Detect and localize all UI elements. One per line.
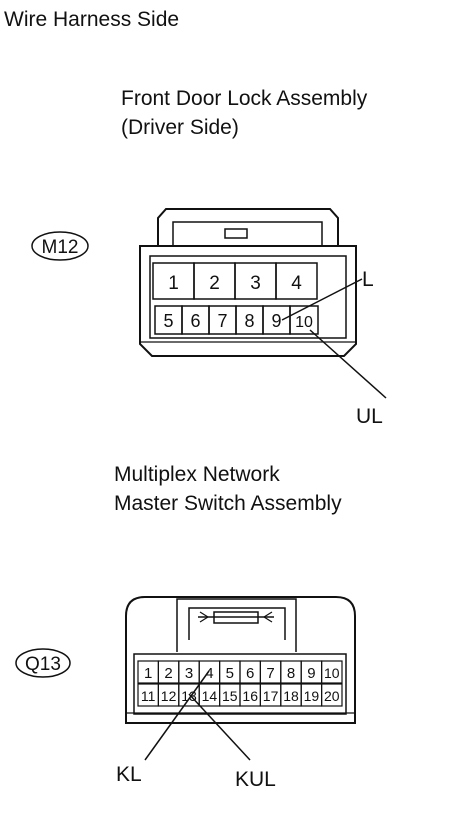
q13-pin-17: 17 [263, 688, 279, 704]
q13-pin-16: 16 [242, 688, 258, 704]
m12-pin-7: 7 [217, 311, 227, 331]
q13-pin-frame [133, 653, 347, 715]
q13-top-row: 1 2 3 4 5 6 7 8 9 10 [137, 660, 343, 684]
q13-leader-kul [188, 693, 251, 761]
q13-pin-20-cell [321, 683, 343, 707]
q13-leader-kl [144, 670, 210, 761]
page-header: Wire Harness Side [4, 8, 180, 31]
m12-bottom-row: 5 6 7 8 9 10 [154, 305, 319, 335]
q13-pin-14: 14 [202, 688, 218, 704]
m12-pin-8: 8 [244, 311, 254, 331]
m12-pin-2: 2 [209, 273, 220, 294]
m12-leader-l [281, 278, 363, 321]
q13-wire-kul-label: KUL [235, 768, 276, 791]
m12-code-badge [31, 231, 89, 261]
m12-leader-ul [309, 329, 387, 399]
q13-bottom-row: 11 12 13 14 15 16 17 18 19 20 [137, 683, 343, 707]
q13-title-line1: Multiplex Network [114, 463, 280, 486]
m12-pin-3: 3 [250, 273, 261, 294]
q13-pin-2: 2 [164, 665, 172, 682]
q13-latch-key [213, 611, 259, 624]
q13-pin-7: 7 [266, 665, 274, 682]
m12-latch-key [224, 228, 248, 239]
m12-pin-4-cell [275, 262, 318, 300]
q13-pin-4: 4 [205, 665, 213, 682]
m12-pin-6: 6 [190, 311, 200, 331]
m12-connector: M12 1 2 3 4 [31, 208, 387, 428]
m12-wire-l-label: L [362, 268, 374, 291]
q13-pin-12: 12 [161, 688, 177, 704]
q13-pin-3: 3 [185, 665, 193, 682]
q13-title-line2: Master Switch Assembly [114, 492, 342, 515]
m12-wire-ul-label: UL [356, 405, 383, 428]
q13-pin-1: 1 [144, 665, 152, 682]
m12-pin-frame [149, 255, 347, 339]
m12-pin-5: 5 [163, 311, 173, 331]
m12-pin-1: 1 [168, 273, 179, 294]
q13-latch-arrow-left [199, 611, 210, 623]
q13-title: Multiplex Network Master Switch Assembly [114, 460, 342, 518]
m12-latch-housing [157, 208, 339, 246]
q13-pin-19: 19 [304, 688, 320, 704]
q13-pin-9: 9 [307, 665, 315, 682]
m12-pin-4: 4 [291, 273, 302, 294]
q13-latch-arrow-right [262, 611, 273, 623]
m12-latch-inner [172, 221, 323, 246]
q13-code-label: Q13 [25, 654, 61, 675]
q13-pin-20: 20 [324, 688, 340, 704]
q13-pin-11: 11 [141, 688, 156, 704]
q13-pin-5: 5 [226, 665, 234, 682]
q13-pin-10-cell [321, 660, 343, 684]
q13-latch-inner [188, 607, 286, 640]
m12-title-line2: (Driver Side) [121, 116, 239, 139]
m12-top-row: 1 2 3 4 [152, 262, 318, 300]
m12-body [139, 245, 357, 357]
q13-pin-15: 15 [222, 688, 238, 704]
q13-body [125, 596, 356, 724]
m12-title: Front Door Lock Assembly (Driver Side) [121, 84, 367, 142]
m12-title-line1: Front Door Lock Assembly [121, 87, 368, 110]
q13-wire-kl-label: KL [116, 763, 142, 786]
m12-pin-10: 10 [295, 314, 313, 331]
q13-pin-18: 18 [283, 688, 299, 704]
q13-latch-housing [176, 598, 297, 652]
m12-code-label: M12 [42, 237, 79, 258]
q13-pin-10: 10 [324, 665, 340, 681]
q13-connector: Q13 [15, 596, 356, 791]
m12-pin-10-cell [289, 305, 319, 335]
m12-pin-9: 9 [271, 311, 281, 331]
q13-code-badge [15, 648, 71, 678]
q13-pin-6: 6 [246, 665, 254, 682]
q13-pin-8: 8 [287, 665, 295, 682]
